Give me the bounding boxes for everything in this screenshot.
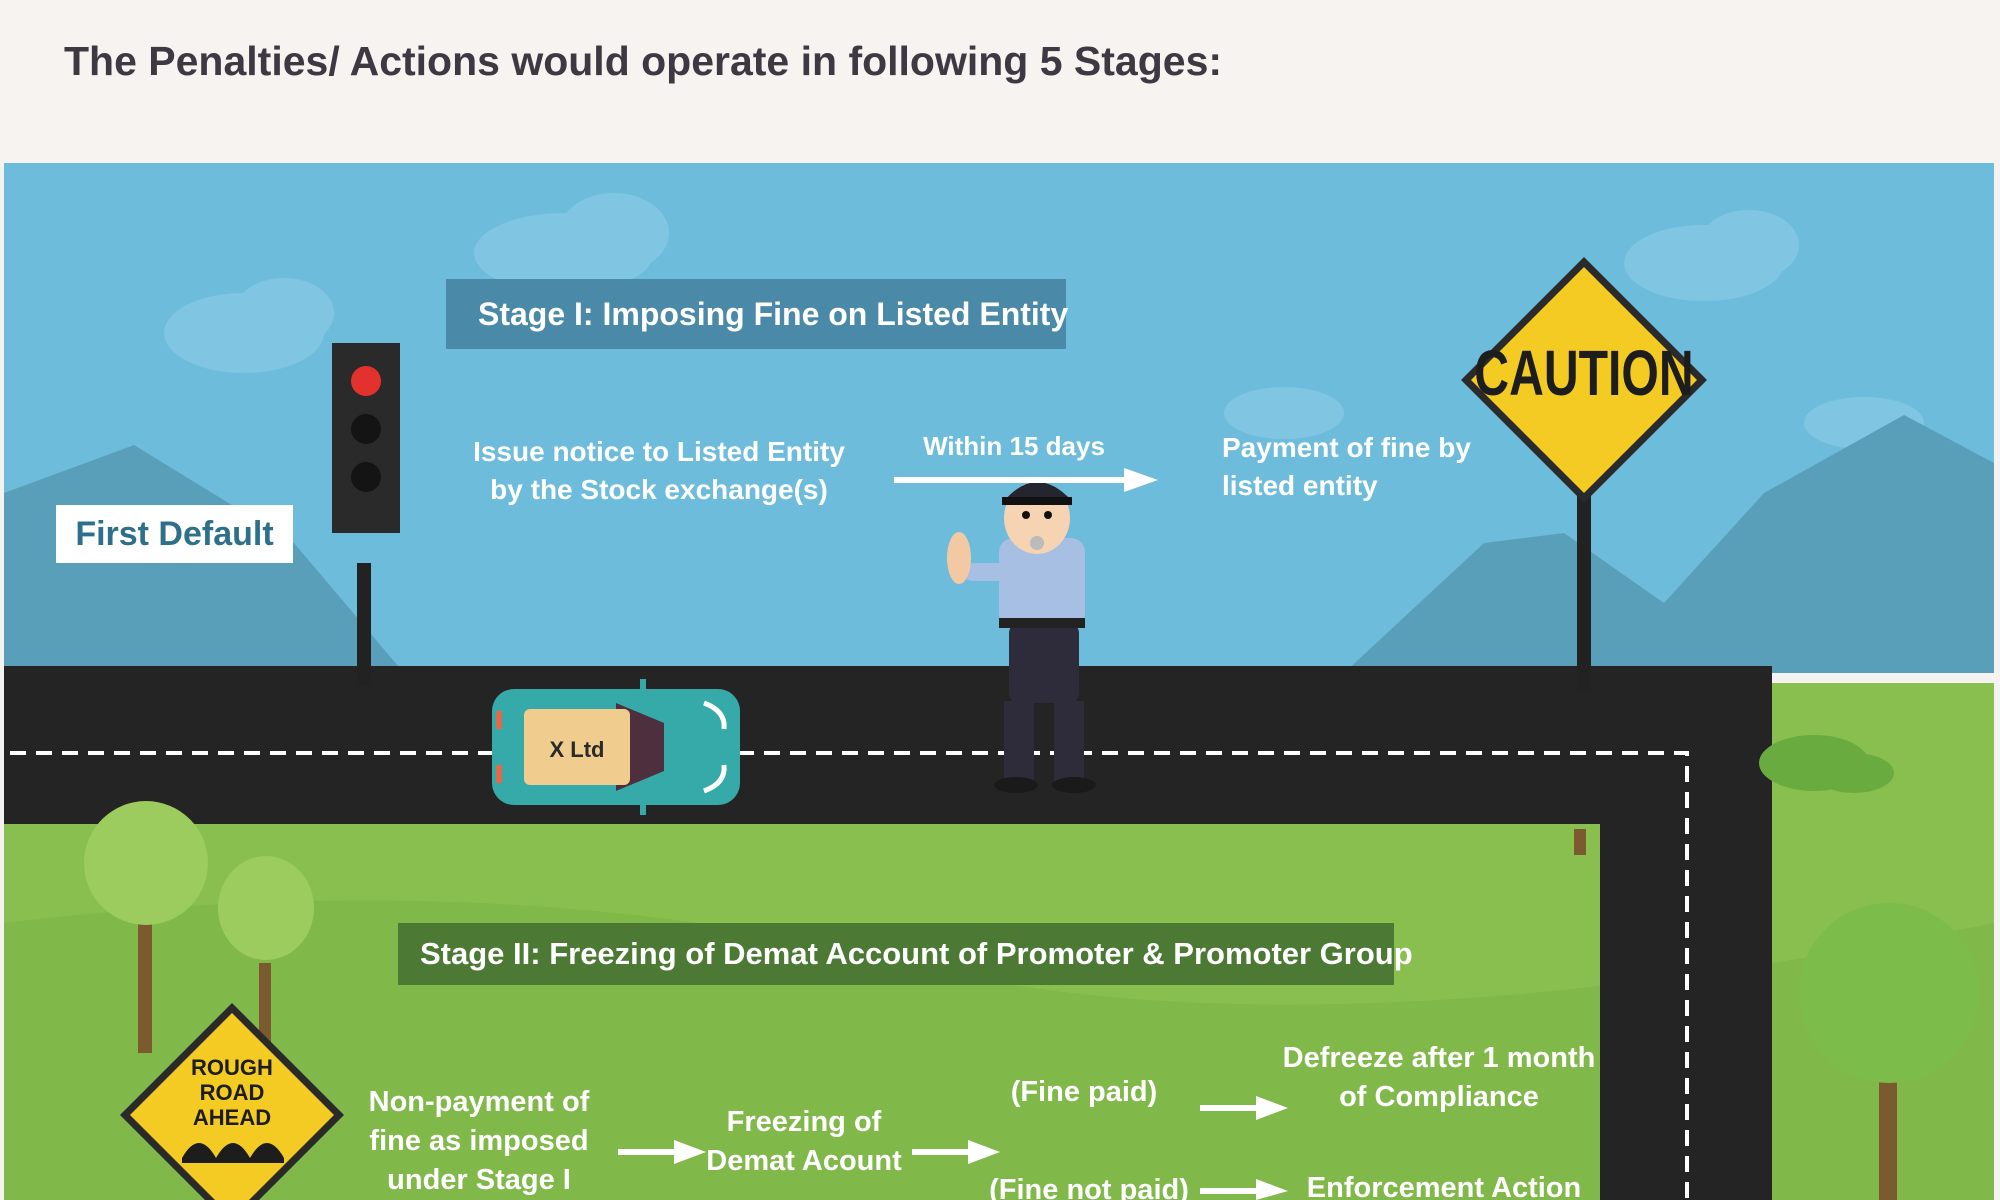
defreeze-line2: of Compliance — [1339, 1081, 1539, 1114]
car-icon: X Ltd — [492, 679, 740, 815]
arrow-right-icon — [618, 1140, 706, 1164]
illustration-scene: CAUTION ROUGH ROAD AHEAD X Ltd — [4, 163, 1994, 1200]
nonpayment-text: Non-payment of fine as imposed under Sta… — [344, 1083, 614, 1200]
car-label: X Ltd — [550, 737, 605, 762]
traffic-light-icon — [332, 343, 400, 686]
nonpayment-line3: under Stage I — [387, 1164, 571, 1197]
caution-sign-text: CAUTION — [1474, 338, 1693, 409]
clouds — [164, 193, 1924, 449]
within-days-label: Within 15 days — [923, 431, 1105, 461]
header-bar — [0, 0, 2000, 163]
fine-not-paid-label: (Fine not paid) — [989, 1174, 1189, 1200]
enforcement-label: Enforcement Action — [1306, 1172, 1582, 1200]
scene-graphics: CAUTION ROUGH ROAD AHEAD X Ltd — [4, 163, 1994, 1200]
payment-fine-text: Payment of fine by listed entity — [1222, 429, 1471, 505]
arrow-right-icon — [912, 1140, 1000, 1164]
defreeze-line1: Defreeze after 1 month — [1282, 1042, 1596, 1074]
rough-road-sign-icon: ROUGH ROAD AHEAD — [120, 1003, 344, 1200]
issue-notice-text: Issue notice to Listed Entity by the Sto… — [434, 433, 884, 509]
freezing-text: Freezing of Demat Acount — [694, 1103, 914, 1181]
arrow-right-icon — [1200, 1179, 1288, 1200]
policeman-icon — [947, 482, 1096, 793]
freezing-line1: Freezing of — [726, 1106, 882, 1138]
rough-road-line3: AHEAD — [193, 1105, 271, 1130]
issue-notice-line1: Issue notice to Listed Entity — [473, 436, 845, 467]
arrow-right-icon — [1200, 1096, 1288, 1120]
payment-line2: listed entity — [1222, 469, 1378, 501]
freezing-line2: Demat Acount — [706, 1145, 902, 1178]
nonpayment-line2: fine as imposed — [369, 1125, 589, 1158]
page-title: The Penalties/ Actions would operate in … — [64, 38, 1223, 84]
road-horizontal — [4, 666, 1772, 824]
caution-sign-icon: CAUTION — [1461, 257, 1707, 693]
first-default-label: First Default — [56, 505, 293, 563]
stage1-banner: Stage I: Imposing Fine on Listed Entity — [446, 279, 1068, 349]
defreeze-text: Defreeze after 1 month of Compliance — [1274, 1039, 1604, 1117]
rough-road-line1: ROUGH — [191, 1055, 273, 1080]
stage2-banner: Stage II: Freezing of Demat Account of P… — [398, 923, 1413, 985]
payment-line1: Payment of fine by — [1222, 432, 1471, 463]
nonpayment-line1: Non-payment of — [368, 1086, 590, 1118]
tree-left — [84, 801, 314, 1073]
fine-paid-label: (Fine paid) — [1010, 1076, 1158, 1108]
rough-road-line2: ROAD — [200, 1080, 265, 1105]
bush — [1759, 735, 1894, 793]
issue-notice-line2: by the Stock exchange(s) — [490, 473, 828, 505]
arrow-right-icon — [894, 468, 1158, 492]
tree-right — [1574, 829, 1979, 1200]
